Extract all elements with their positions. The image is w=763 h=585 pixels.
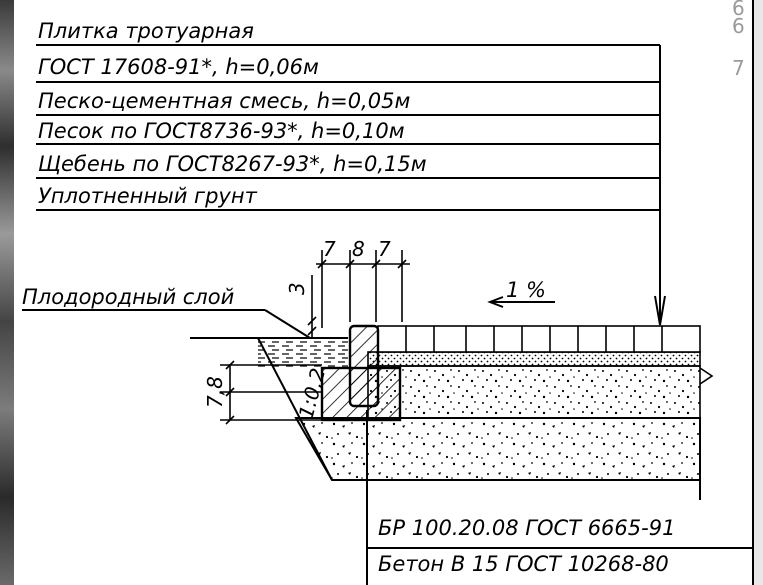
dim-top-3: 7	[378, 237, 391, 261]
sheet-border-right	[752, 0, 763, 585]
left-stack-dimension	[220, 360, 322, 425]
layer-tile: Плитка тротуарная	[38, 19, 254, 43]
dim-top-2: 8	[352, 237, 365, 261]
layer-gravel: Щебень по ГОСТ8267-93*, h=0,15м	[38, 152, 427, 176]
layer-sand: Песок по ГОСТ8736-93*, h=0,10м	[38, 119, 405, 143]
concrete-spec-note: Бетон В 15 ГОСТ 10268-80	[378, 552, 669, 576]
corner-mark-1: 6	[732, 0, 745, 20]
layer-sand-cement: Песко-цементная смесь, h=0,05м	[38, 89, 411, 113]
corner-mark-3: 7	[732, 56, 745, 80]
fertile-layer-leader	[22, 309, 311, 339]
slope-label: 1 %	[506, 278, 546, 302]
bottom-notes-frame	[366, 410, 752, 585]
pavement-layers	[190, 337, 701, 481]
leader-table	[36, 44, 666, 326]
corner-mark-2: 6	[732, 14, 745, 38]
dim-top-1: 7	[323, 237, 336, 261]
photo-edge-left	[0, 0, 14, 585]
layer-compacted-soil: Уплотненный грунт	[38, 184, 257, 208]
curb-top-dimension	[307, 250, 410, 340]
curb-stone	[320, 324, 402, 422]
curb-spec-note: БР 100.20.08 ГОСТ 6665-91	[378, 516, 676, 540]
dim-left-stack: 7,8	[203, 376, 227, 408]
layer-tile-gost: ГОСТ 17608-91*, h=0,06м	[38, 55, 319, 79]
slope-arrow	[487, 296, 555, 308]
dim-offset: 3	[285, 282, 309, 295]
fertile-layer-label: Плодородный слой	[22, 285, 235, 309]
